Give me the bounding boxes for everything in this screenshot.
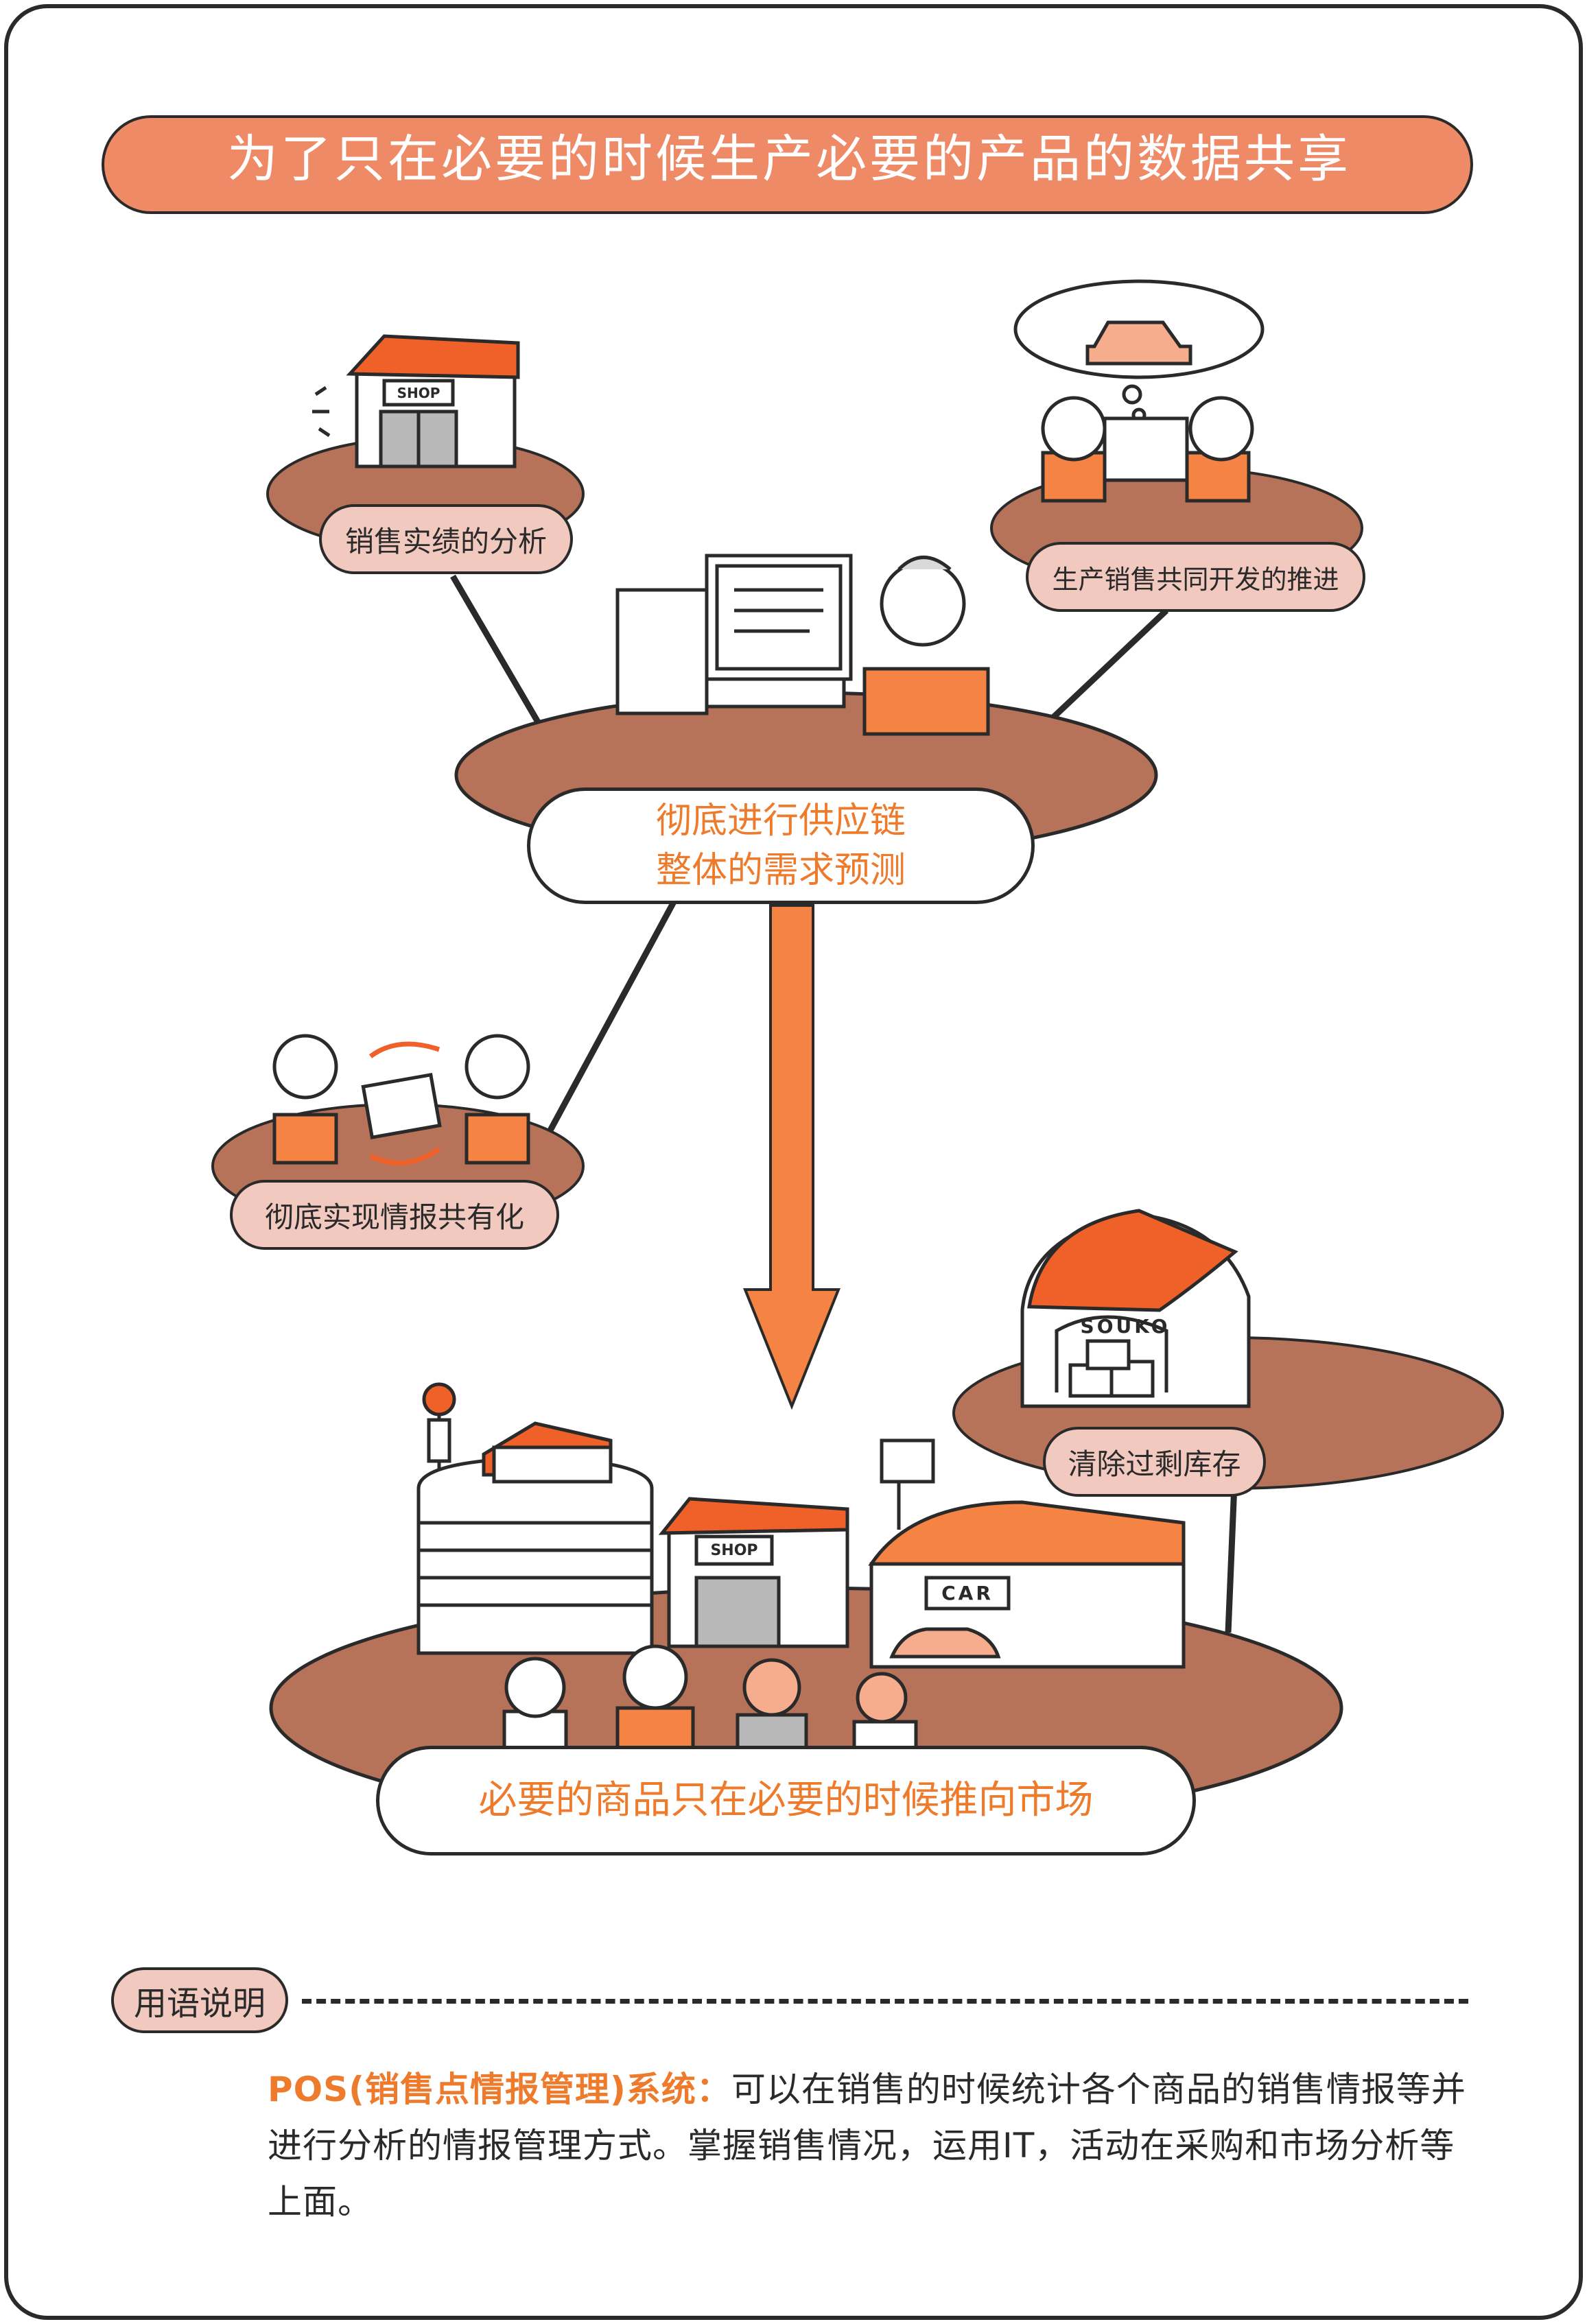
warehouse-illustration [1020,1209,1251,1408]
node-info-sharing: 彻底实现情报共有化 [230,1180,559,1250]
connector-share [539,890,682,1148]
glossary-divider [302,1999,1468,2004]
car-dealer-sign: CAR [941,1581,994,1604]
connector-sales [450,574,552,743]
warehouse-sign: SOUKO [1080,1314,1171,1338]
page-title: 为了只在必要的时候生产必要的产品的数据共享 [227,129,1351,189]
glossary-term: POS(销售点情报管理)系统： [268,2070,731,2109]
node-joint-development: 生产销售共同开发的推进 [1026,542,1365,612]
shop-illustration [312,334,520,469]
shop-sign: SHOP [397,385,440,401]
town-shop-sign: SHOP [710,1541,758,1559]
glossary-body: POS(销售点情报管理)系统：可以在销售的时候统计各个商品的销售情报等并进行分析… [268,2061,1475,2230]
glossary-header: 用语说明 [111,1967,288,2033]
glossary-definition: 可以在销售的时候统计各个商品的销售情报等并进行分析的情报管理方式。掌握销售情况，… [268,2070,1466,2222]
flow-arrow [743,904,840,1410]
computer-illustration [615,554,990,736]
node-sales-analysis: 销售实绩的分析 [319,504,573,574]
demand-forecast-line2: 整体的需求预测 [655,850,906,891]
title-bar [102,115,1473,214]
node-demand-forecast: 彻底进行供应链 整体的需求预测 [527,787,1035,904]
connector-joint [1040,608,1169,730]
node-clear-inventory: 清除过剩库存 [1043,1427,1266,1497]
node-market-result: 必要的商品只在必要的时候推向市场 [376,1746,1196,1855]
demand-forecast-line1: 彻底进行供应链 [655,801,906,842]
town-illustration [416,1382,1186,1762]
meeting-illustration [1013,279,1265,503]
exchange-illustration [272,1034,530,1165]
